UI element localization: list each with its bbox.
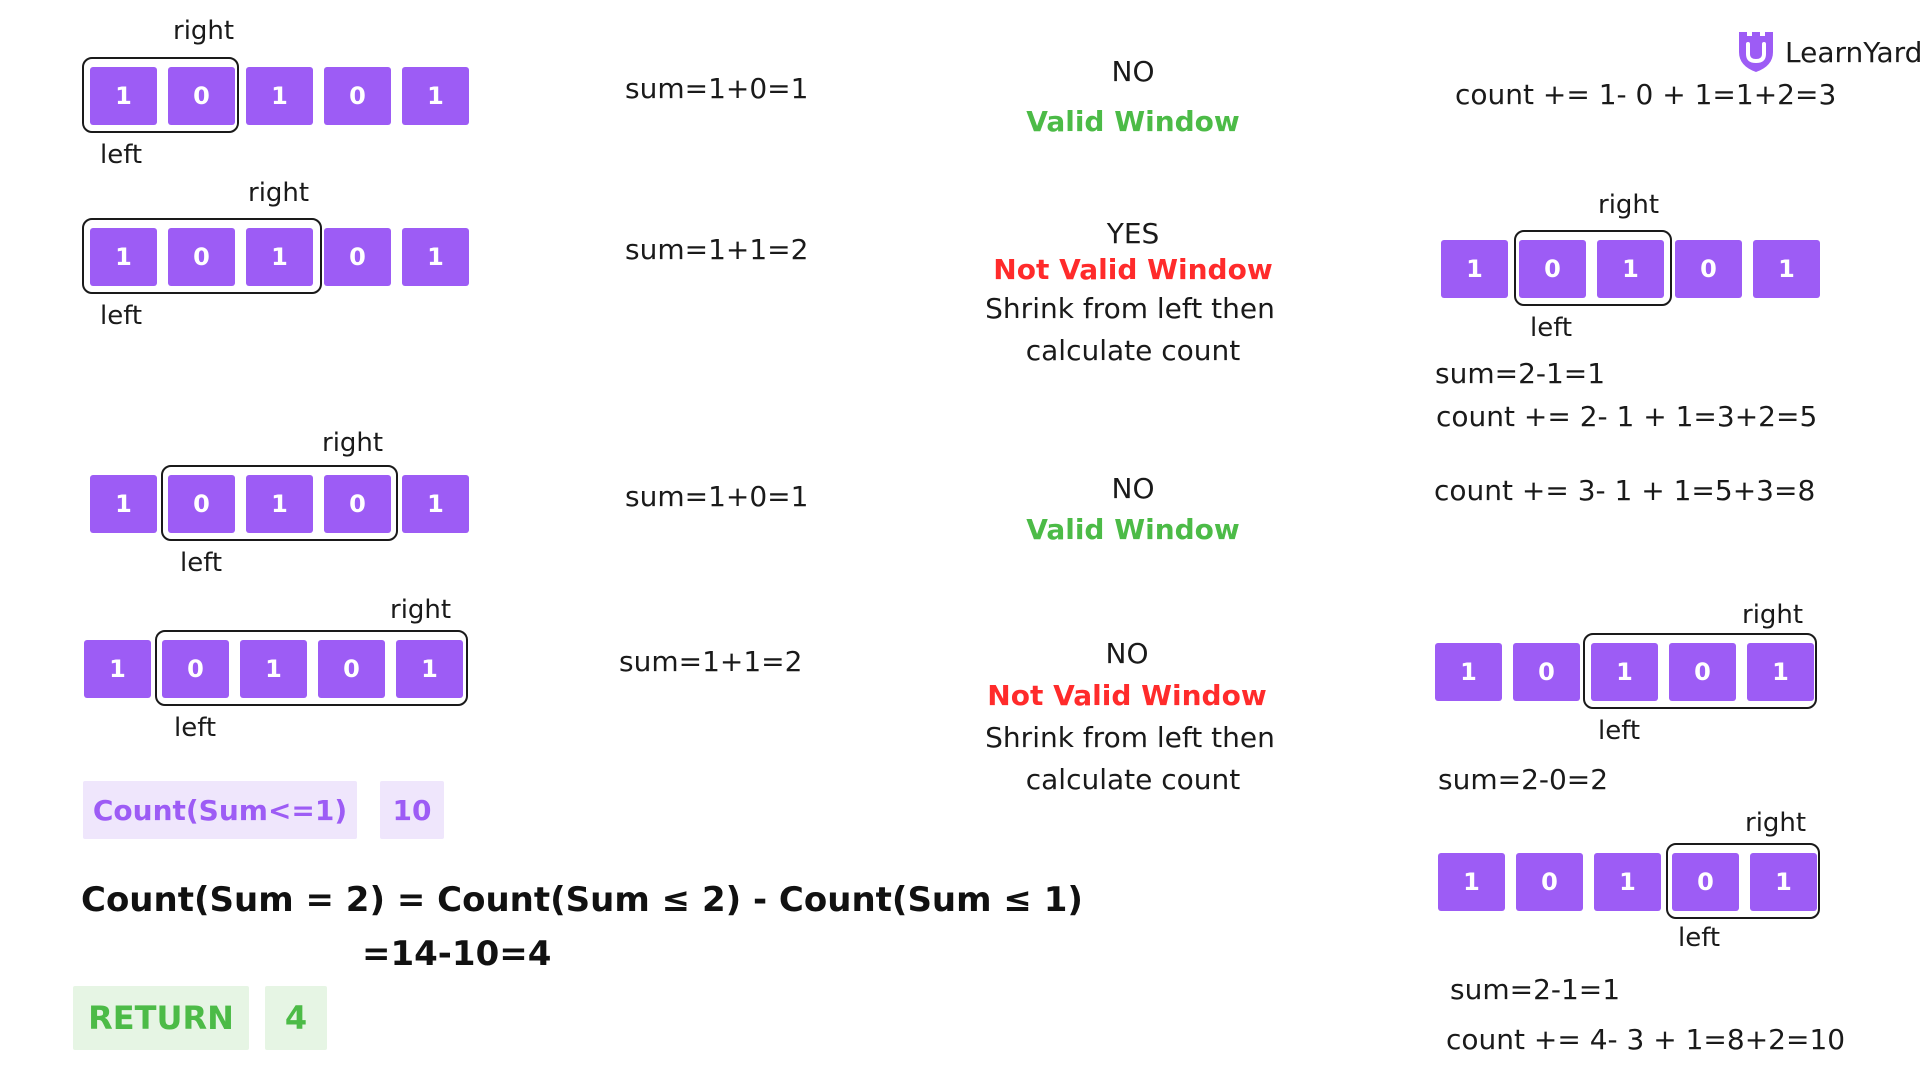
window-frame	[1666, 843, 1820, 919]
shrink-note: calculate count	[1025, 334, 1241, 367]
left-pointer-label: left	[174, 713, 217, 743]
count-text: count += 4- 3 + 1=8+2=10	[1446, 1023, 1846, 1056]
return-value-chip: 4	[265, 986, 327, 1050]
array-cell: 1	[1750, 853, 1817, 911]
array-cell: 1	[1438, 853, 1505, 911]
array-cell: 0	[162, 640, 229, 698]
window-frame	[1583, 633, 1817, 709]
right-pointer-label: right	[1742, 600, 1804, 630]
shrunk-sum-text: sum=2-1=1	[1450, 973, 1621, 1006]
return-label-chip: RETURN	[73, 986, 249, 1050]
window-frame	[161, 465, 398, 541]
array-cell: 0	[1516, 853, 1583, 911]
array-cell: 1	[1591, 643, 1658, 701]
array-cell: 1	[240, 640, 307, 698]
shield-icon	[1739, 32, 1773, 72]
array-cell: 1	[246, 228, 313, 286]
array-cell: 1	[1747, 643, 1814, 701]
sum-text: sum=1+1=2	[619, 645, 803, 678]
array-cell: 0	[1675, 240, 1742, 298]
verdict-answer: NO	[1105, 637, 1149, 670]
array-cell: 1	[90, 228, 157, 286]
left-pointer-label: left	[1530, 313, 1573, 343]
verdict-answer: NO	[1111, 472, 1155, 505]
formula-line: Count(Sum = 2) = Count(Sum ≤ 2) - Count(…	[81, 880, 1083, 920]
not-valid-window-text: Not Valid Window	[987, 679, 1267, 712]
array-cell: 0	[324, 475, 391, 533]
array-cell: 0	[1672, 853, 1739, 911]
count-label-chip: Count(Sum<=1)	[83, 781, 357, 839]
array-cell: 1	[1753, 240, 1820, 298]
right-pointer-label: right	[390, 595, 452, 625]
array-cell: 1	[1597, 240, 1664, 298]
count-text: count += 3- 1 + 1=5+3=8	[1434, 474, 1816, 507]
array-cell: 1	[84, 640, 151, 698]
shrink-note: Shrink from left then	[985, 292, 1275, 325]
window-frame	[82, 57, 239, 133]
window-frame	[82, 218, 322, 294]
shrunk-sum-text: sum=2-1=1	[1435, 357, 1606, 390]
left-pointer-label: left	[1678, 923, 1721, 953]
right-pointer-label: right	[1598, 190, 1660, 220]
array-cell: 0	[318, 640, 385, 698]
window-frame	[1514, 230, 1672, 306]
array-cell: 0	[324, 67, 391, 125]
array-cell: 0	[1513, 643, 1580, 701]
array-cell: 1	[402, 475, 469, 533]
sum-text: sum=1+1=2	[625, 233, 809, 266]
left-pointer-label: left	[100, 140, 143, 170]
shrink-note: calculate count	[1025, 763, 1241, 796]
array-cell: 0	[168, 67, 235, 125]
array-cell: 1	[402, 228, 469, 286]
not-valid-window-text: Not Valid Window	[993, 253, 1273, 286]
left-pointer-label: left	[180, 548, 223, 578]
count-text: count += 2- 1 + 1=3+2=5	[1436, 400, 1818, 433]
array-cell: 1	[246, 67, 313, 125]
array-cell: 1	[396, 640, 463, 698]
valid-window-text: Valid Window	[1026, 513, 1240, 546]
count-value-chip: 10	[380, 781, 444, 839]
array-cell: 0	[324, 228, 391, 286]
valid-window-text: Valid Window	[1026, 105, 1240, 138]
brand-name: LearnYard	[1785, 36, 1920, 69]
shrunk-sum-text: sum=2-0=2	[1438, 763, 1609, 796]
right-pointer-label: right	[322, 428, 384, 458]
array-cell: 1	[90, 67, 157, 125]
left-pointer-label: left	[1598, 716, 1641, 746]
verdict-answer: YES	[1106, 217, 1160, 250]
sum-text: sum=1+0=1	[625, 480, 809, 513]
array-cell: 1	[90, 475, 157, 533]
array-cell: 1	[1441, 240, 1508, 298]
array-cell: 0	[1669, 643, 1736, 701]
formula-result: =14-10=4	[362, 934, 552, 974]
sum-text: sum=1+0=1	[625, 72, 809, 105]
right-pointer-label: right	[173, 16, 235, 46]
right-pointer-label: right	[248, 178, 310, 208]
shrink-note: Shrink from left then	[985, 721, 1275, 754]
right-pointer-label: right	[1745, 808, 1807, 838]
verdict-answer: NO	[1111, 55, 1155, 88]
count-text: count += 1- 0 + 1=1+2=3	[1455, 78, 1837, 111]
array-cell: 1	[402, 67, 469, 125]
array-cell: 1	[1594, 853, 1661, 911]
window-frame	[155, 630, 468, 706]
array-cell: 1	[1435, 643, 1502, 701]
array-cell: 0	[168, 228, 235, 286]
array-cell: 1	[246, 475, 313, 533]
learnyard-logo: LearnYard	[1735, 28, 1920, 76]
array-cell: 0	[1519, 240, 1586, 298]
left-pointer-label: left	[100, 301, 143, 331]
array-cell: 0	[168, 475, 235, 533]
